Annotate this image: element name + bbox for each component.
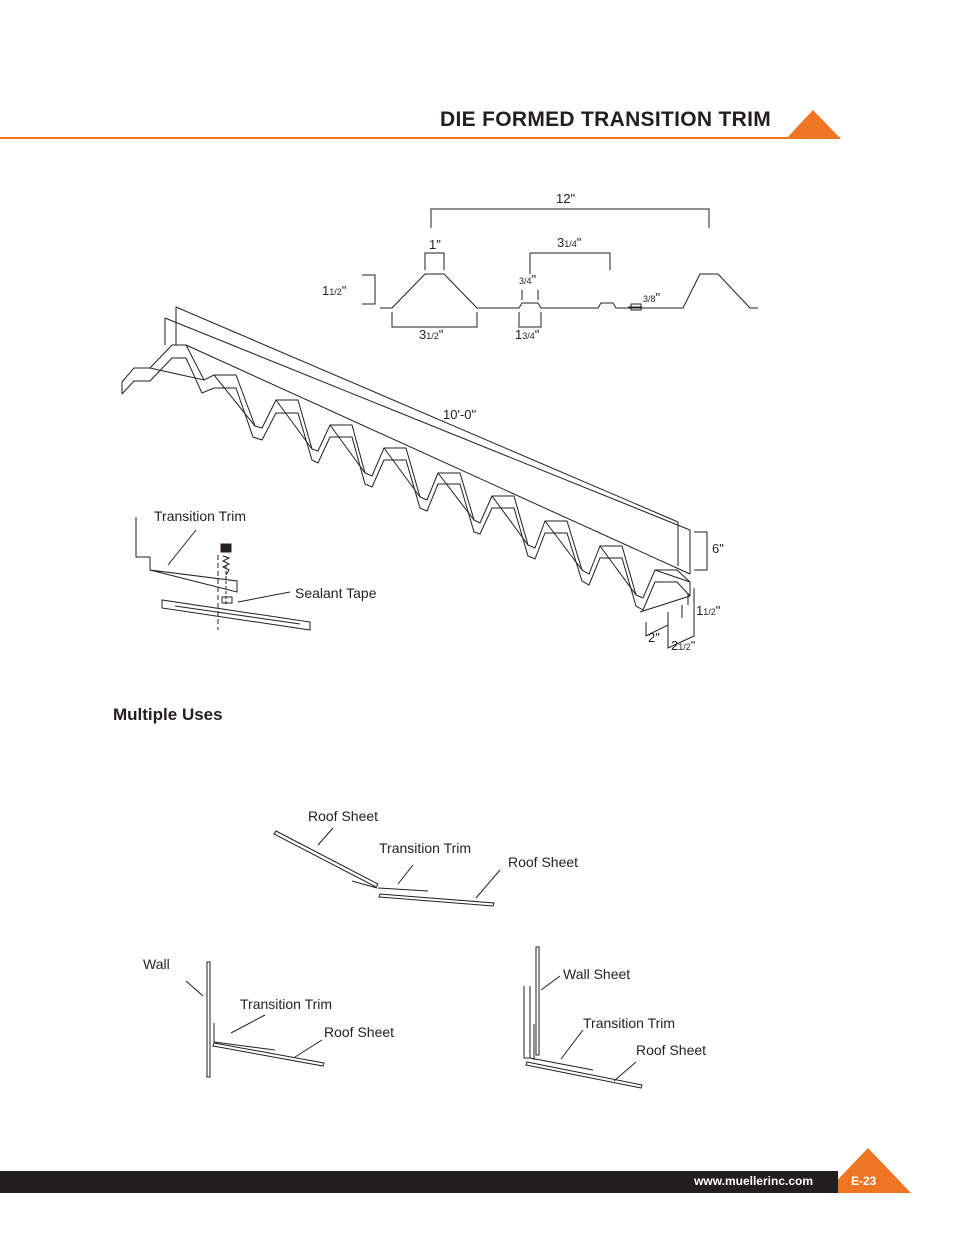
dim-rib-spacing: 31/4"	[557, 235, 582, 250]
label-wall-sheet: Wall Sheet	[563, 966, 631, 982]
footer-triangle-icon	[825, 1148, 911, 1193]
header-triangle-icon	[786, 110, 841, 139]
dim-trim-height: 6"	[712, 541, 724, 556]
footer-url[interactable]: www.muellerinc.com	[694, 1174, 813, 1188]
dim-overall-width: 12"	[556, 191, 576, 206]
dim-minor-rib-base: 13/4"	[515, 327, 540, 342]
dim-rib-top: 1"	[429, 237, 441, 252]
sealant-detail	[136, 517, 310, 630]
page-title: DIE FORMED TRANSITION TRIM	[440, 108, 771, 131]
label-wall: Wall	[143, 956, 170, 972]
use-wall-sheet-to-roof	[524, 947, 642, 1088]
label-transition-trim-2: Transition Trim	[240, 996, 333, 1012]
footer-bar	[0, 1171, 838, 1193]
label-sealant-tape: Sealant Tape	[295, 585, 377, 601]
dim-trim-return: 21/2"	[671, 638, 696, 653]
section-heading: Multiple Uses	[113, 705, 223, 724]
dim-minor-rib-height: 3/8"	[643, 290, 661, 305]
label-roof-sheet-3: Roof Sheet	[636, 1042, 707, 1058]
label-transition-trim-3: Transition Trim	[583, 1015, 676, 1031]
use-roof-to-roof	[274, 828, 500, 906]
dim-rib-base: 31/2"	[419, 327, 444, 342]
label-roof-sheet-2: Roof Sheet	[324, 1024, 395, 1040]
label-upper-roof-sheet: Roof Sheet	[308, 808, 379, 824]
dim-trim-lip: 2"	[648, 630, 660, 645]
label-lower-roof-sheet: Roof Sheet	[508, 854, 579, 870]
profile-section	[362, 209, 758, 327]
page-number: E-23	[851, 1174, 877, 1188]
dim-trim-flange: 11/2"	[696, 603, 721, 618]
dim-trim-length: 10'-0"	[443, 407, 477, 422]
trim-isometric	[122, 307, 707, 648]
header-rule	[0, 137, 840, 139]
label-transition-trim-1: Transition Trim	[379, 840, 472, 856]
label-transition-trim-detail: Transition Trim	[154, 508, 247, 524]
dim-minor-rib-top: 3/4"	[519, 272, 537, 287]
use-wall-to-roof	[186, 962, 324, 1077]
dim-rib-height: 11/2"	[322, 283, 347, 298]
